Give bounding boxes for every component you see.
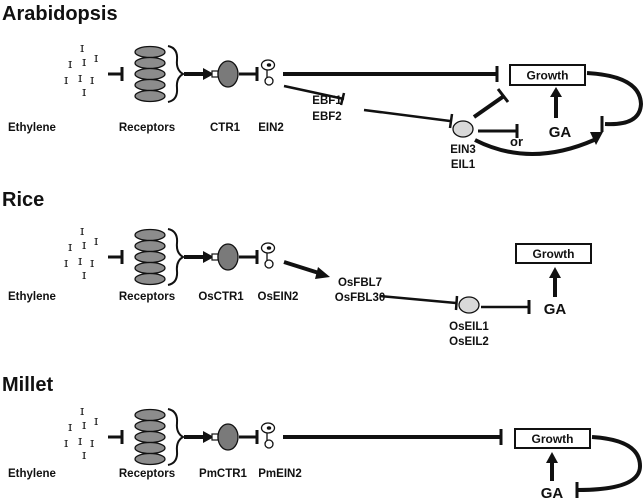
osein2-protein: [262, 243, 275, 268]
ethylene-label: Ethylene: [8, 122, 56, 134]
panel-millet: Millet Growth GA Ethylene Receptors PmCT…: [2, 374, 640, 502]
ethylene-label: Ethylene: [8, 291, 56, 303]
panel-arabidopsis: Arabidopsis Growth GA or Ethylene Recept: [2, 3, 641, 171]
ga-label: GA: [544, 301, 567, 318]
ethylene-molecules: [64, 224, 98, 283]
receptors-label: Receptors: [119, 468, 175, 480]
oseil1-label: OsEIL1: [449, 321, 489, 333]
ga-label: GA: [541, 485, 564, 502]
ga-label: GA: [549, 124, 572, 141]
receptor-stack: [135, 46, 183, 102]
ein2-protein: [262, 60, 275, 85]
osctr1-protein: [212, 244, 238, 270]
ethylene-molecules: [64, 41, 98, 100]
ein3-protein: [453, 121, 473, 137]
receptor-stack: [135, 229, 183, 285]
panel-title: Arabidopsis: [2, 3, 118, 25]
osfbl7-label: OsFBL7: [338, 277, 382, 289]
receptors-label: Receptors: [119, 291, 175, 303]
ein2-label: EIN2: [258, 122, 284, 134]
pmein2-label: PmEIN2: [258, 468, 301, 480]
ctr1-protein: [212, 61, 238, 87]
ebf2-label: EBF2: [312, 111, 341, 123]
or-label: or: [510, 134, 523, 149]
pmctr1-label: PmCTR1: [199, 468, 248, 480]
growth-label: Growth: [532, 432, 574, 446]
panel-title: Millet: [2, 374, 53, 396]
panel-rice: Rice Growth GA Ethylene Receptors OsCTR1…: [2, 189, 591, 348]
ethylene-molecules: [64, 404, 98, 463]
ein3-label: EIN3: [450, 144, 476, 156]
eil1-label: EIL1: [451, 159, 476, 171]
growth-label: Growth: [533, 247, 575, 261]
osctr1-label: OsCTR1: [198, 291, 244, 303]
panel-title: Rice: [2, 189, 44, 211]
pmein2-protein: [262, 423, 275, 448]
receptors-label: Receptors: [119, 122, 175, 134]
osfbl30-label: OsFBL30: [335, 292, 386, 304]
ethylene-label: Ethylene: [8, 468, 56, 480]
ebf1-label: EBF1: [312, 95, 342, 107]
osein2-label: OsEIN2: [258, 291, 299, 303]
oseil2-label: OsEIL2: [449, 336, 489, 348]
pmctr1-protein: [212, 424, 238, 450]
ctr1-label: CTR1: [210, 122, 241, 134]
oseil-protein: [459, 297, 479, 313]
growth-label: Growth: [527, 69, 569, 83]
receptor-stack: [135, 409, 183, 465]
